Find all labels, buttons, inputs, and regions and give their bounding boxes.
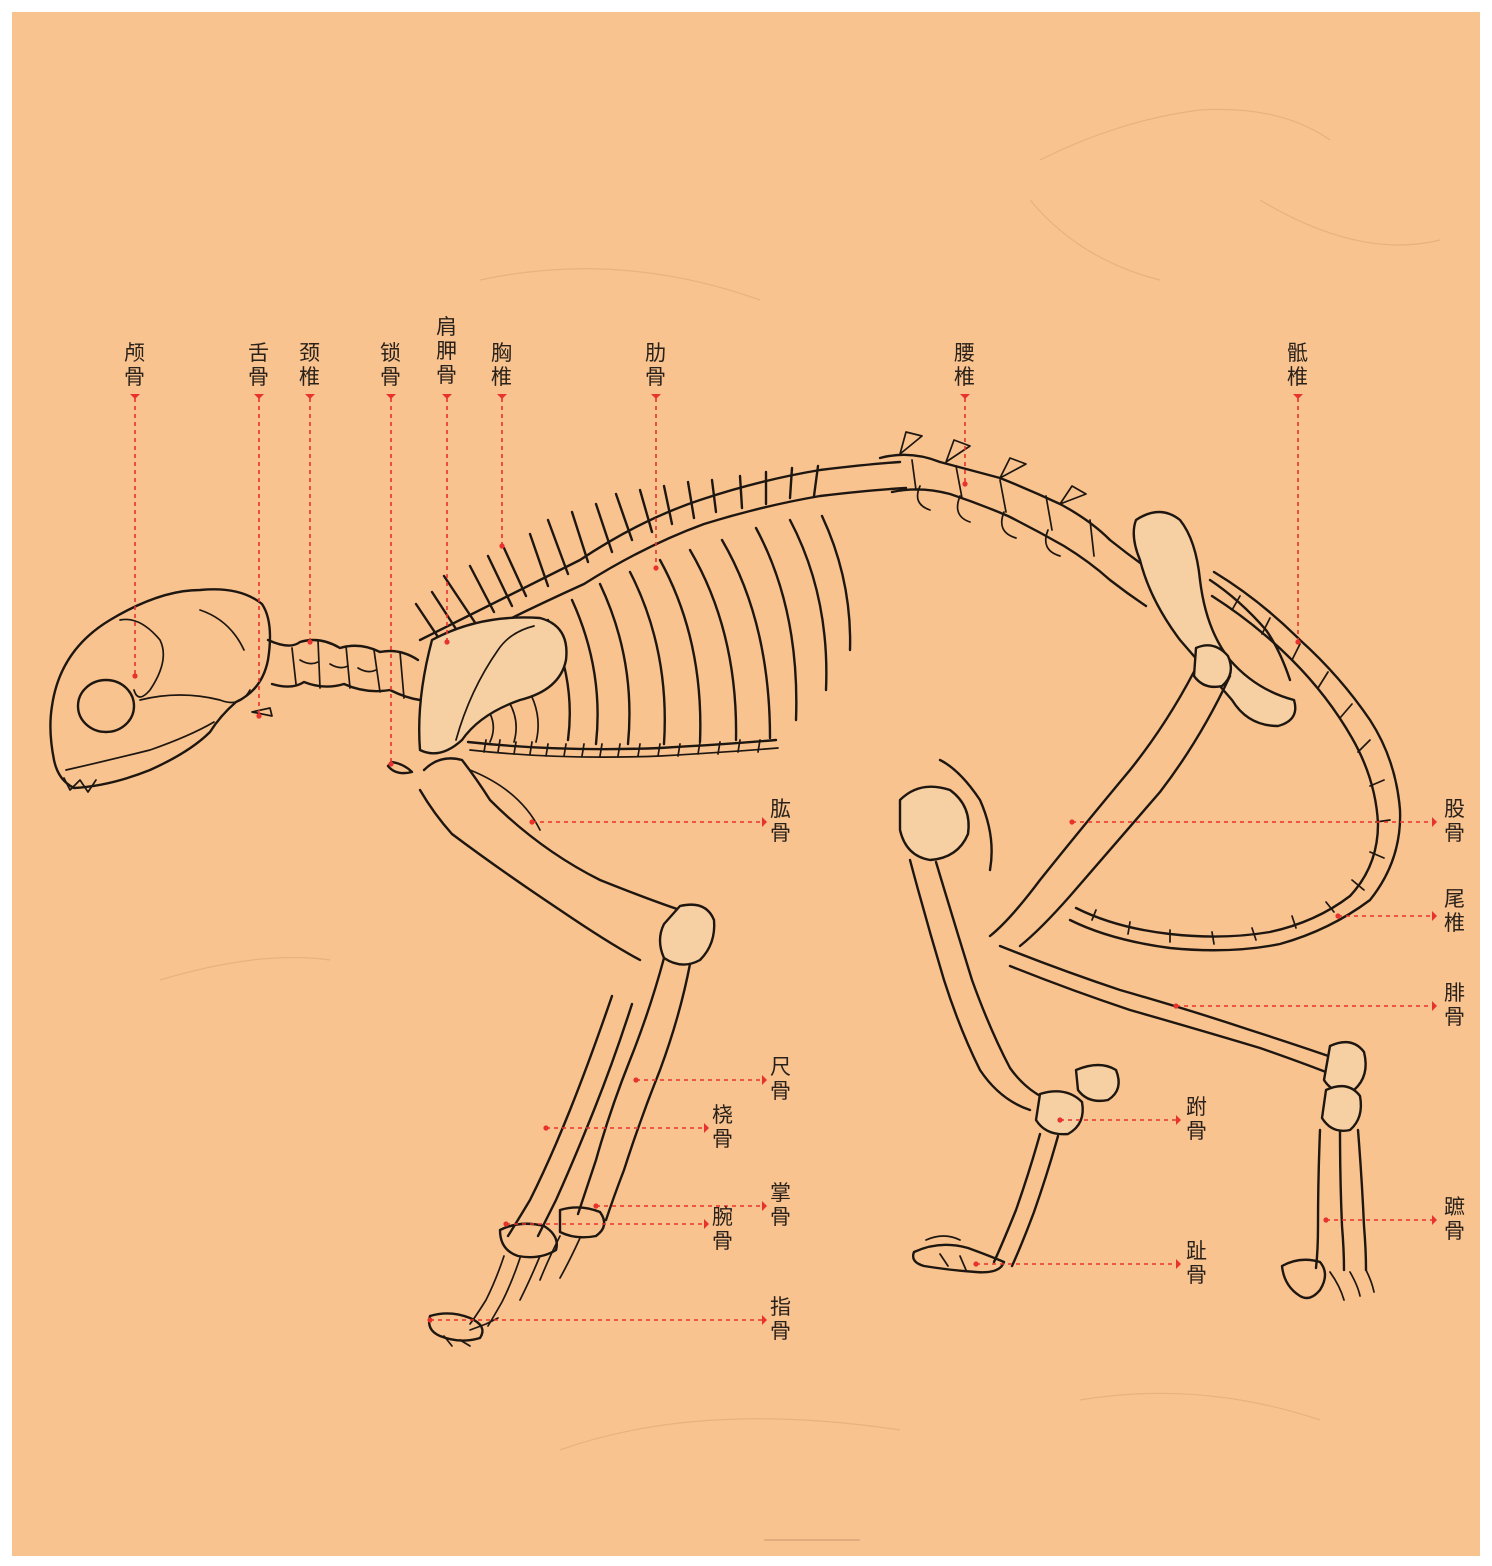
label-fibula-char1: 腓 — [1444, 981, 1465, 1005]
label-femur-char1: 股 — [1444, 797, 1465, 821]
label-metacarpal-char1: 掌 — [770, 1181, 791, 1205]
label-scapula-char1: 肩 — [436, 315, 457, 339]
tail-drawing — [1070, 572, 1400, 950]
forepaw-drawing — [429, 1207, 604, 1346]
label-metatarsal-char2: 骨 — [1444, 1219, 1465, 1243]
femur-drawing — [990, 645, 1231, 946]
label-metatarsal-char1: 蹠 — [1444, 1195, 1465, 1219]
label-finger-char2: 骨 — [770, 1319, 791, 1343]
label-radius-char1: 桡 — [712, 1103, 733, 1127]
label-hyoid-char2: 骨 — [248, 365, 269, 389]
label-metatarsal: 蹠 骨 — [1323, 1195, 1465, 1243]
label-ulna-char2: 骨 — [770, 1079, 791, 1103]
label-cervical: 颈 椎 — [299, 341, 320, 645]
label-rib: 肋 骨 — [645, 341, 666, 571]
label-humerus: 肱 骨 — [529, 797, 791, 845]
label-thoracic-char2: 椎 — [491, 365, 512, 389]
label-finger-char1: 指 — [770, 1295, 791, 1319]
label-cervical-char2: 椎 — [299, 365, 320, 389]
label-lumbar-char1: 腰 — [954, 341, 975, 365]
label-radius-char2: 骨 — [712, 1127, 733, 1151]
label-lumbar: 腰 椎 — [954, 341, 975, 487]
label-clavicle: 锁 骨 — [380, 341, 401, 767]
label-femur: 股 骨 — [1069, 797, 1465, 845]
label-clavicle-char2: 骨 — [380, 365, 401, 389]
label-rib-char1: 肋 — [645, 341, 666, 365]
label-toe-char2: 骨 — [1186, 1263, 1207, 1287]
skull-drawing — [50, 589, 272, 792]
label-toe-char1: 趾 — [1186, 1239, 1207, 1263]
label-humerus-char2: 骨 — [770, 821, 791, 845]
pelvis-drawing — [1134, 512, 1296, 726]
label-scapula: 肩 胛 骨 — [436, 315, 457, 645]
tibia-fibula-drawing — [900, 760, 1366, 1110]
label-clavicle-char1: 锁 — [380, 341, 401, 365]
label-thoracic: 胸 椎 — [491, 341, 512, 549]
label-cervical-char1: 颈 — [299, 341, 320, 365]
label-carpal: 腕 骨 — [503, 1205, 733, 1253]
label-thoracic-char1: 胸 — [491, 341, 512, 365]
label-metacarpal: 掌 骨 — [593, 1181, 791, 1229]
label-fibula: 腓 骨 — [1173, 981, 1465, 1029]
label-sacrum-char2: 椎 — [1287, 365, 1308, 389]
label-scapula-char2: 胛 — [436, 339, 457, 363]
label-toe: 趾 骨 — [973, 1239, 1207, 1287]
annotation-layer: 颅 骨 舌 骨 颈 椎 锁 骨 — [124, 315, 1465, 1343]
hind-foot-rear-drawing — [1282, 1086, 1374, 1300]
label-carpal-char2: 骨 — [712, 1229, 733, 1253]
label-femur-char2: 骨 — [1444, 821, 1465, 845]
label-sacrum: 骶 椎 — [1287, 341, 1308, 645]
label-skull-char1: 颅 — [124, 341, 145, 365]
label-skull: 颅 骨 — [124, 341, 145, 679]
label-skull-char2: 骨 — [124, 365, 145, 389]
label-scapula-char3: 骨 — [436, 363, 457, 387]
forearm-drawing — [508, 958, 690, 1236]
lumbar-drawing — [880, 432, 1150, 606]
hind-foot-front-drawing — [913, 1065, 1119, 1272]
label-caudal-char2: 椎 — [1444, 911, 1465, 935]
label-tarsal-char2: 骨 — [1186, 1119, 1207, 1143]
label-fibula-char2: 骨 — [1444, 1005, 1465, 1029]
label-humerus-char1: 肱 — [770, 797, 791, 821]
humerus-drawing — [420, 758, 714, 964]
label-caudal-char1: 尾 — [1444, 887, 1465, 911]
label-hyoid: 舌 骨 — [248, 341, 269, 719]
label-carpal-char1: 腕 — [712, 1205, 733, 1229]
label-hyoid-char1: 舌 — [248, 341, 269, 365]
label-ulna-char1: 尺 — [770, 1055, 791, 1079]
label-metacarpal-char2: 骨 — [770, 1205, 791, 1229]
label-lumbar-char2: 椎 — [954, 365, 975, 389]
label-rib-char2: 骨 — [645, 365, 666, 389]
label-tarsal-char1: 跗 — [1186, 1095, 1207, 1119]
background-sketch-lines — [160, 109, 1440, 1450]
cervical-drawing — [268, 640, 420, 700]
label-sacrum-char1: 骶 — [1287, 341, 1308, 365]
